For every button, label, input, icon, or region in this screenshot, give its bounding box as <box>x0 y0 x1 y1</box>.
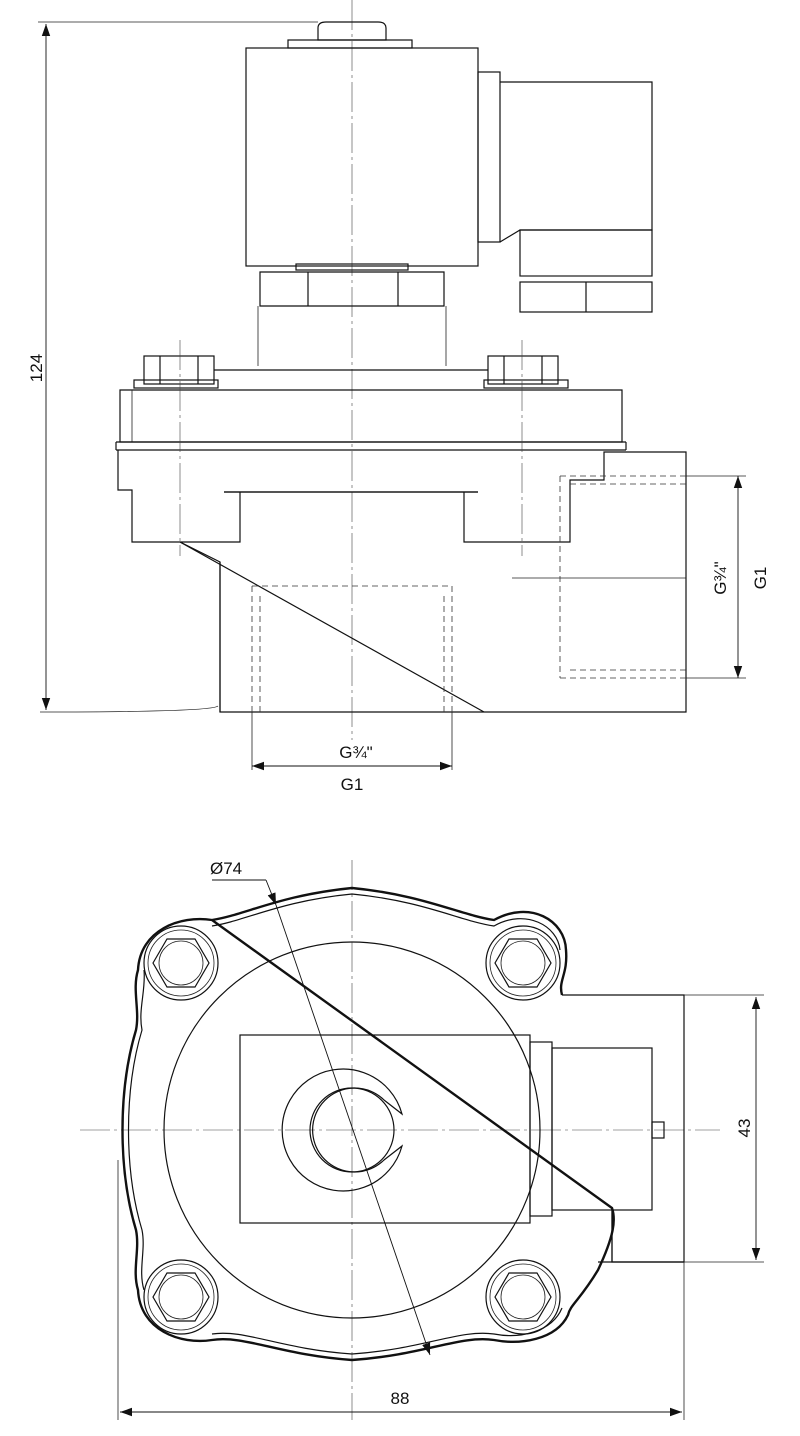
top-bolt-br <box>485 1259 561 1335</box>
hidden-port-side <box>559 475 686 679</box>
dim-height-label: 124 <box>27 354 46 382</box>
dim-height-43 <box>684 994 764 1263</box>
dim-bottom-port <box>251 712 453 771</box>
coil-hex-nut <box>257 263 447 366</box>
dim-width-label: 88 <box>391 1389 410 1408</box>
top-view: Ø74 88 43 <box>80 859 764 1420</box>
dim-side-port-outer: G1 <box>751 567 770 590</box>
dim-width-88 <box>117 1160 685 1420</box>
dim-bottom-port-outer: G1 <box>341 775 364 794</box>
coil-cap <box>287 21 413 49</box>
valve-body <box>39 450 687 713</box>
cover-bolt-left <box>133 355 219 389</box>
dim-height-124 <box>38 21 318 710</box>
dim-height-43-label: 43 <box>735 1119 754 1138</box>
coil-top <box>239 1034 665 1224</box>
valve-cover <box>115 389 627 451</box>
dim-diameter-74 <box>212 879 431 1356</box>
top-bolt-tr <box>485 925 561 1001</box>
coil-body <box>245 47 479 267</box>
armature-ring <box>281 1068 404 1192</box>
top-bolt-bl <box>143 1259 219 1335</box>
cover-bolt-right <box>483 355 569 389</box>
dim-diameter-label: Ø74 <box>210 859 242 878</box>
dim-side-port <box>686 475 746 679</box>
hidden-port-bottom <box>251 585 453 712</box>
dim-side-port-inner: G¾" <box>711 561 730 594</box>
top-bolt-tl <box>143 925 219 1001</box>
connector <box>477 71 653 313</box>
body-outline <box>121 886 615 1362</box>
side-port-block <box>562 994 685 1263</box>
body-diameter-circle <box>163 941 541 1319</box>
side-view: 124 G¾" G1 G¾" G1 <box>27 0 770 794</box>
dim-bottom-port-inner: G¾" <box>339 743 372 762</box>
